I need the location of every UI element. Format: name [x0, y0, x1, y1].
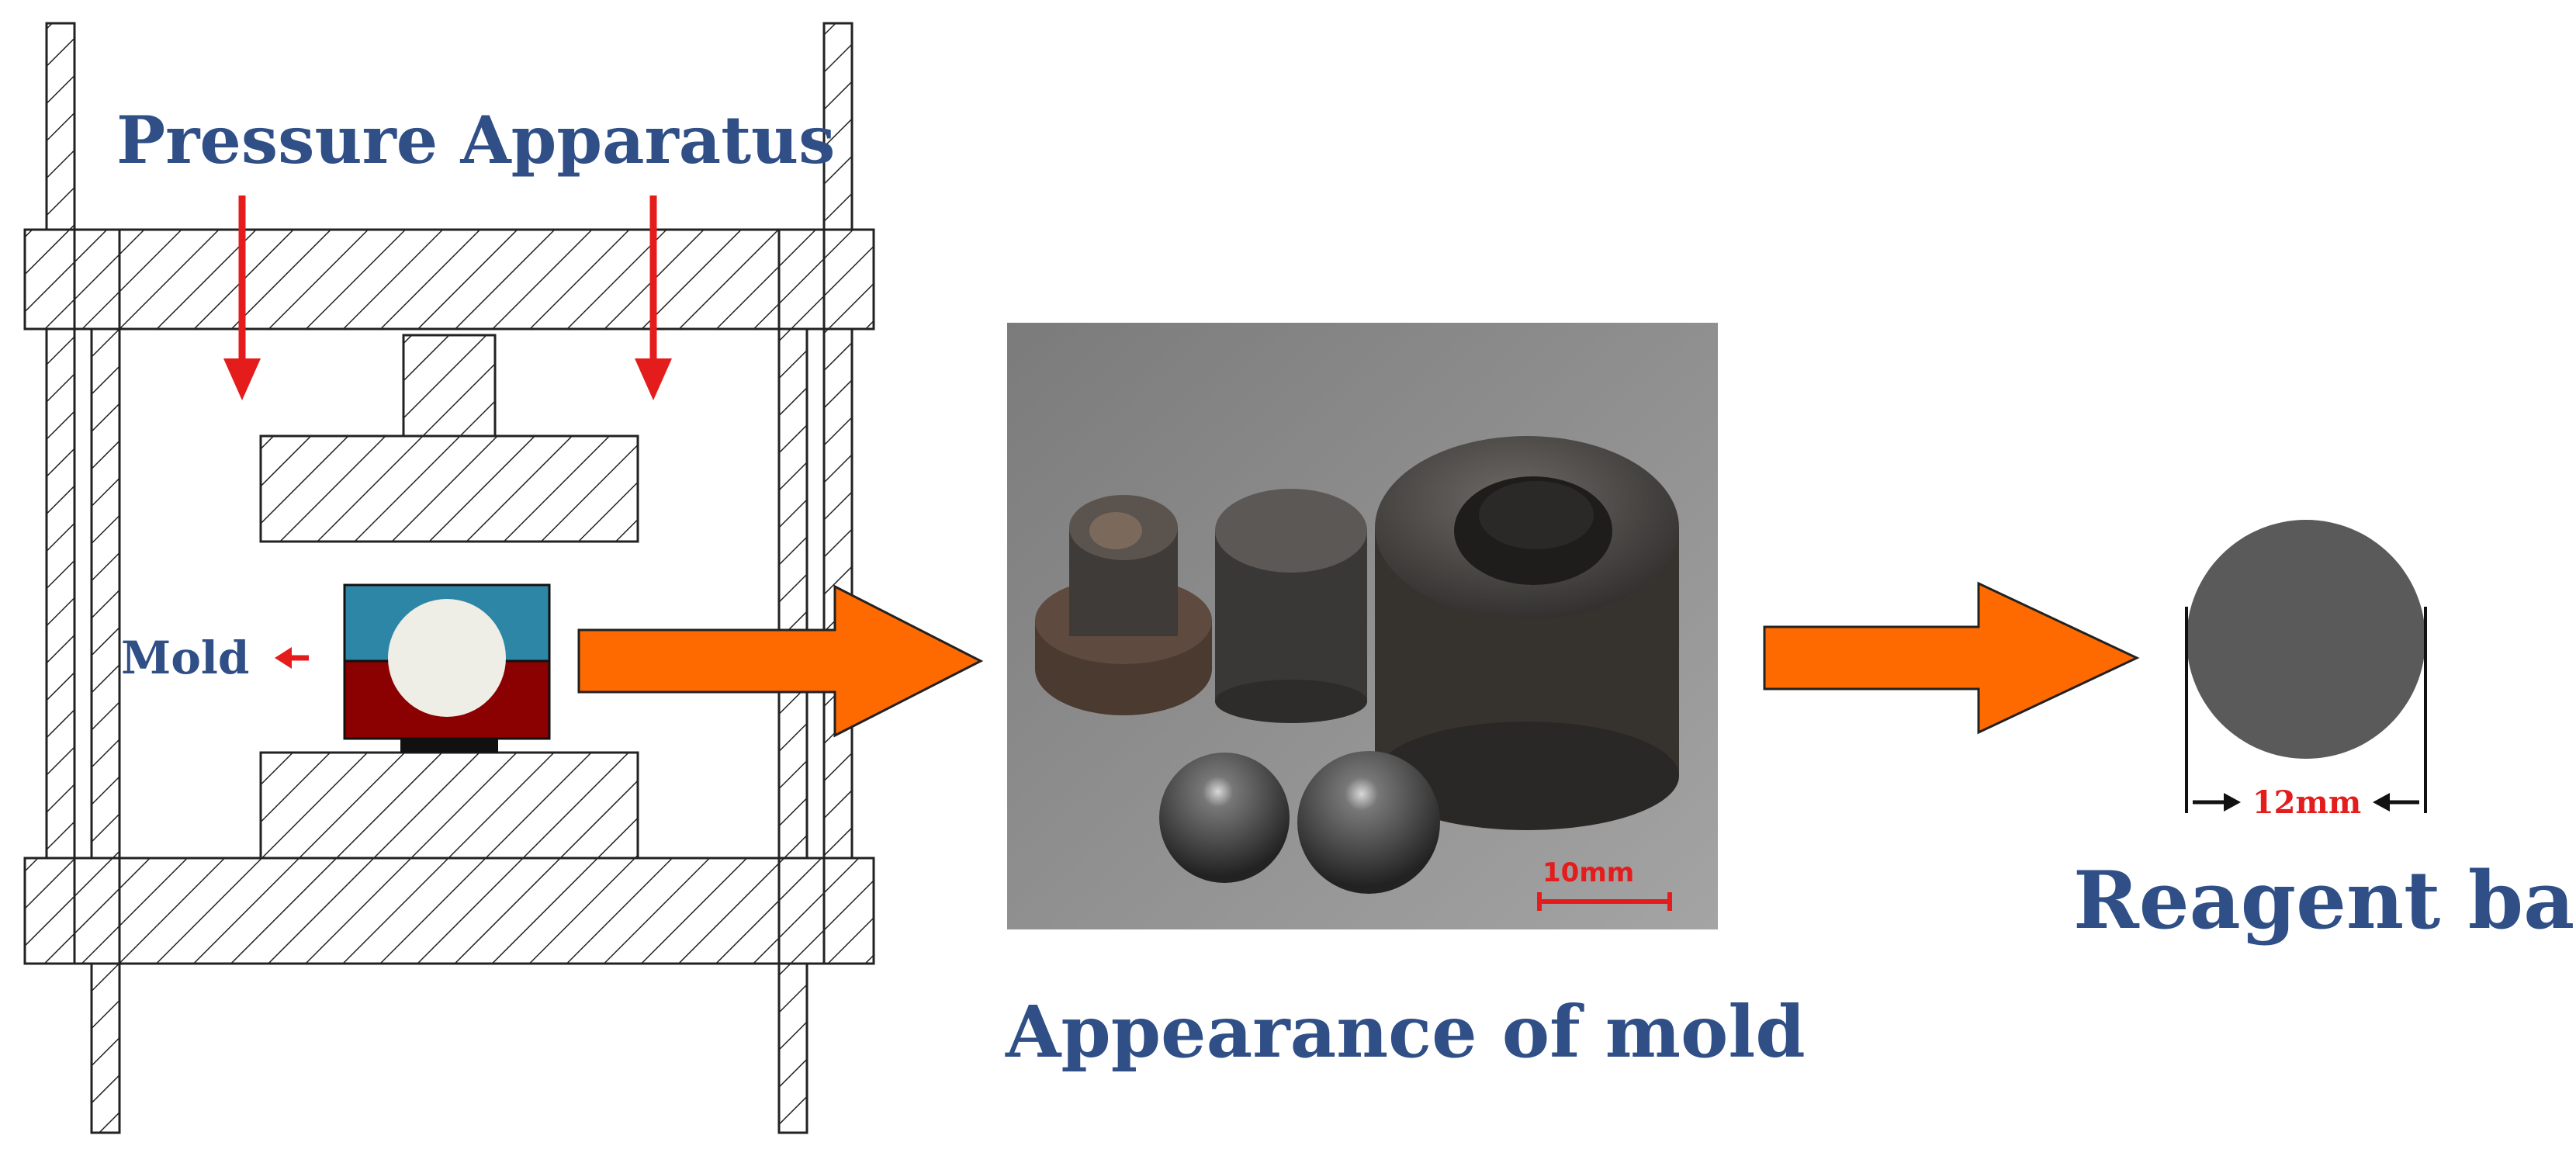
ball-in-mold: [388, 599, 506, 717]
photo-die-ring: [1375, 436, 1679, 830]
pressure-arrow-right: [635, 196, 672, 400]
upper-ram-stem: [402, 334, 497, 438]
appearance-of-mold-label: Appearance of mold: [1005, 990, 1806, 1074]
mold: [343, 583, 551, 753]
left-outer-column: [45, 22, 76, 964]
pressure-apparatus-label: Pressure Apparatus: [116, 102, 835, 178]
photo-cylinder: [1215, 489, 1367, 723]
ball-diameter-label: 12mm: [2252, 784, 2361, 821]
reagent-ball-label: Reagent ball: [2073, 854, 2576, 947]
photo-hemisphere-left: [1159, 753, 1290, 883]
left-inner-column: [90, 228, 121, 1134]
mold-label: Mold: [121, 632, 249, 684]
pressure-arrow-left: [223, 196, 261, 400]
mold-pointer-arrow: [275, 647, 309, 669]
mold-photo: 10mm: [1007, 323, 1718, 929]
reagent-ball: [2186, 520, 2425, 759]
lower-press-block: [259, 751, 639, 860]
pressure-apparatus-diagram: Pressure Apparatus Mold: [23, 22, 875, 1134]
reagent-ball-diagram: 12mm Reagent ball: [2073, 520, 2576, 947]
bottom-plate: [23, 857, 875, 965]
flow-arrow-to-ball: [1763, 581, 2140, 735]
flow-arrow-to-photo: [577, 584, 984, 738]
upper-press-block: [259, 434, 639, 543]
mold-base: [400, 739, 498, 753]
top-plate: [23, 228, 875, 331]
photo-hemisphere-right: [1297, 751, 1440, 894]
photo-plunger: [1035, 495, 1212, 715]
scale-bar-label: 10mm: [1542, 857, 1634, 888]
